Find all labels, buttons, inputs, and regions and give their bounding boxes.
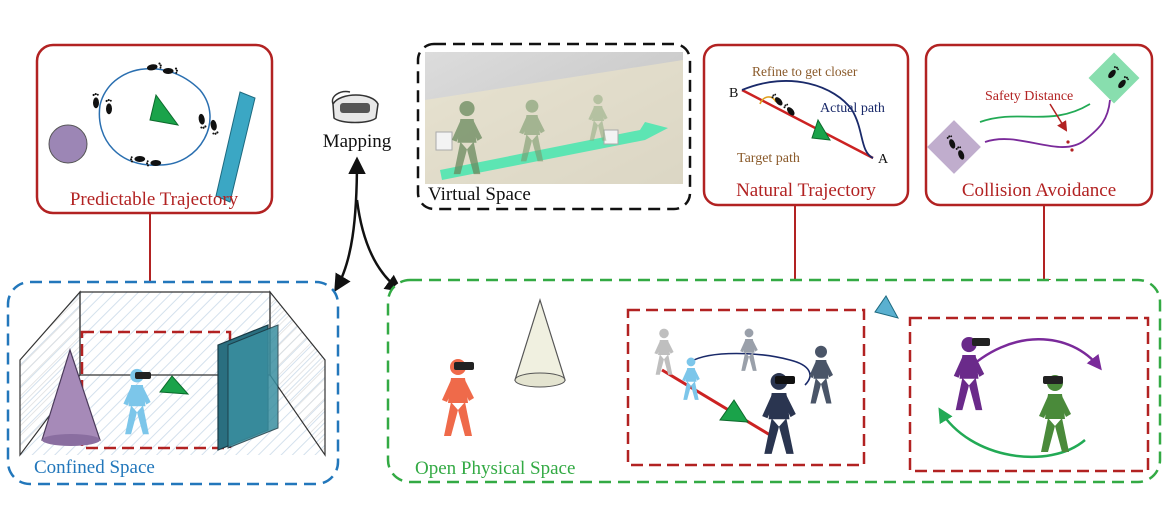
green-user-marker	[1088, 52, 1140, 104]
green-trajectory	[979, 103, 1091, 123]
loop-path	[98, 67, 211, 166]
mapping-arrow-left	[334, 156, 366, 293]
target-path-label: Target path	[737, 151, 800, 166]
confined-space-title: Confined Space	[34, 457, 155, 478]
confined-space-panel: Confined Space	[6, 280, 340, 486]
predictable-trajectory-title: Predictable Trajectory	[70, 189, 239, 210]
mapping-label: Mapping	[323, 131, 392, 152]
green-pyramid-icon	[149, 93, 180, 126]
natural-pyramid-icon	[811, 118, 831, 141]
confined-pyramid-icon	[159, 375, 190, 395]
predictable-trajectory-panel: Predictable Trajectory	[35, 43, 274, 215]
refine-label: Refine to get closer	[752, 64, 858, 79]
actual-path-curve	[741, 80, 874, 159]
actual-path-label: Actual path	[820, 101, 885, 116]
open-teal-pyramid-icon	[874, 295, 899, 319]
open-purple-avoid-arrow	[964, 338, 1102, 373]
open-collision-region	[908, 316, 1150, 473]
open-natural-region	[626, 308, 866, 467]
safety-distance-label: Safety Distance	[985, 89, 1073, 104]
natural-trajectory-panel: Refine to get closer B A Actual path Tar…	[702, 43, 910, 207]
open-target-path	[661, 368, 776, 440]
collision-avoidance-title: Collision Avoidance	[962, 180, 1116, 201]
open-physical-space-title: Open Physical Space	[415, 458, 575, 479]
mapping-arrow-right	[355, 199, 403, 293]
point-b-label: B	[729, 86, 738, 101]
virtual-space-panel: Virtual Space	[416, 42, 692, 211]
collision-avoidance-panel: Safety Distance Collision Avoidance	[924, 43, 1154, 207]
virtual-space-title: Virtual Space	[428, 184, 531, 205]
teal-wall-obstacle	[215, 91, 256, 203]
mapping-group: Mapping	[323, 90, 403, 293]
point-a-label: A	[878, 152, 889, 167]
open-green-avoid-arrow	[938, 407, 1086, 459]
purple-trajectory	[984, 99, 1111, 148]
purple-circle-obstacle	[48, 124, 88, 164]
open-pyramid-icon	[719, 399, 749, 423]
safety-distance-arrow	[1049, 103, 1068, 132]
target-path-line	[741, 88, 874, 160]
vr-headset-icon	[331, 90, 379, 124]
open-physical-space-panel: Open Physical Space	[386, 278, 1162, 484]
natural-trajectory-title: Natural Trajectory	[736, 180, 876, 201]
